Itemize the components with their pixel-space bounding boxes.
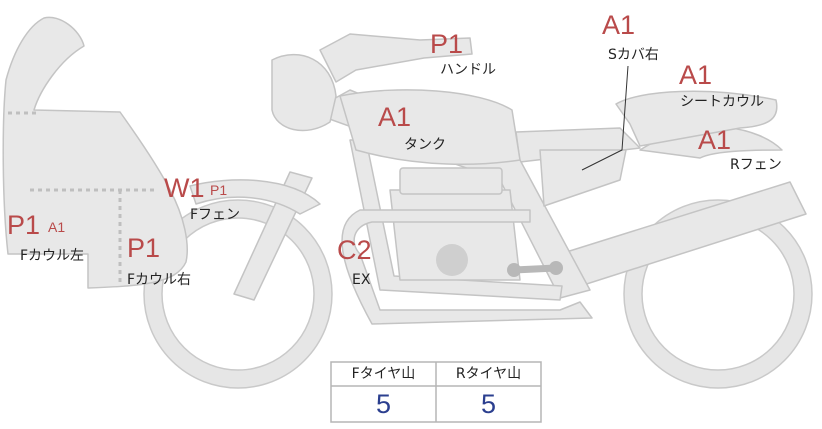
front-tread-value: 5 <box>375 389 392 419</box>
f-cowl-right-label: Fカウル右 <box>127 272 192 288</box>
rear-tread-value: 5 <box>480 389 497 419</box>
seat-cowl <box>615 90 778 147</box>
handle-label: ハンドル <box>440 62 496 78</box>
handle-code: P1 <box>430 29 464 59</box>
fuel-tank <box>339 89 521 165</box>
s-cover-code: A1 <box>602 10 636 40</box>
front-cowl <box>2 16 188 289</box>
r-fender-code: A1 <box>698 125 732 155</box>
side-cover <box>539 149 627 207</box>
f-fender-code-secondary: P1 <box>210 182 228 198</box>
seat-cowl-label: シートカウル <box>680 94 764 110</box>
headlight <box>271 53 337 132</box>
front-wheel <box>144 200 332 388</box>
rear-tread-header: Rタイヤ山 <box>455 366 522 382</box>
r-fender-label: Rフェン <box>730 157 782 173</box>
exhaust <box>341 209 593 325</box>
front-fender <box>189 179 321 215</box>
seat-cowl-code: A1 <box>679 60 713 90</box>
tread-table <box>330 361 542 423</box>
tank-label: タンク <box>404 137 446 153</box>
f-cowl-left-label: Fカウル左 <box>20 248 85 264</box>
ex-code: C2 <box>337 235 372 265</box>
handlebar <box>319 33 473 83</box>
f-cowl-right-code: P1 <box>127 233 161 263</box>
ex-label: EX <box>352 272 371 288</box>
f-cowl-left-code: P1 <box>7 210 41 240</box>
f-fender-code: W1 <box>164 173 205 203</box>
front-tread-header: Fタイヤ山 <box>351 366 416 382</box>
f-fender-label: Fフェン <box>190 207 241 223</box>
tank-code: A1 <box>378 102 412 132</box>
f-cowl-left-code-secondary: A1 <box>48 219 66 235</box>
s-cover-label: Sカバ右 <box>608 47 659 63</box>
